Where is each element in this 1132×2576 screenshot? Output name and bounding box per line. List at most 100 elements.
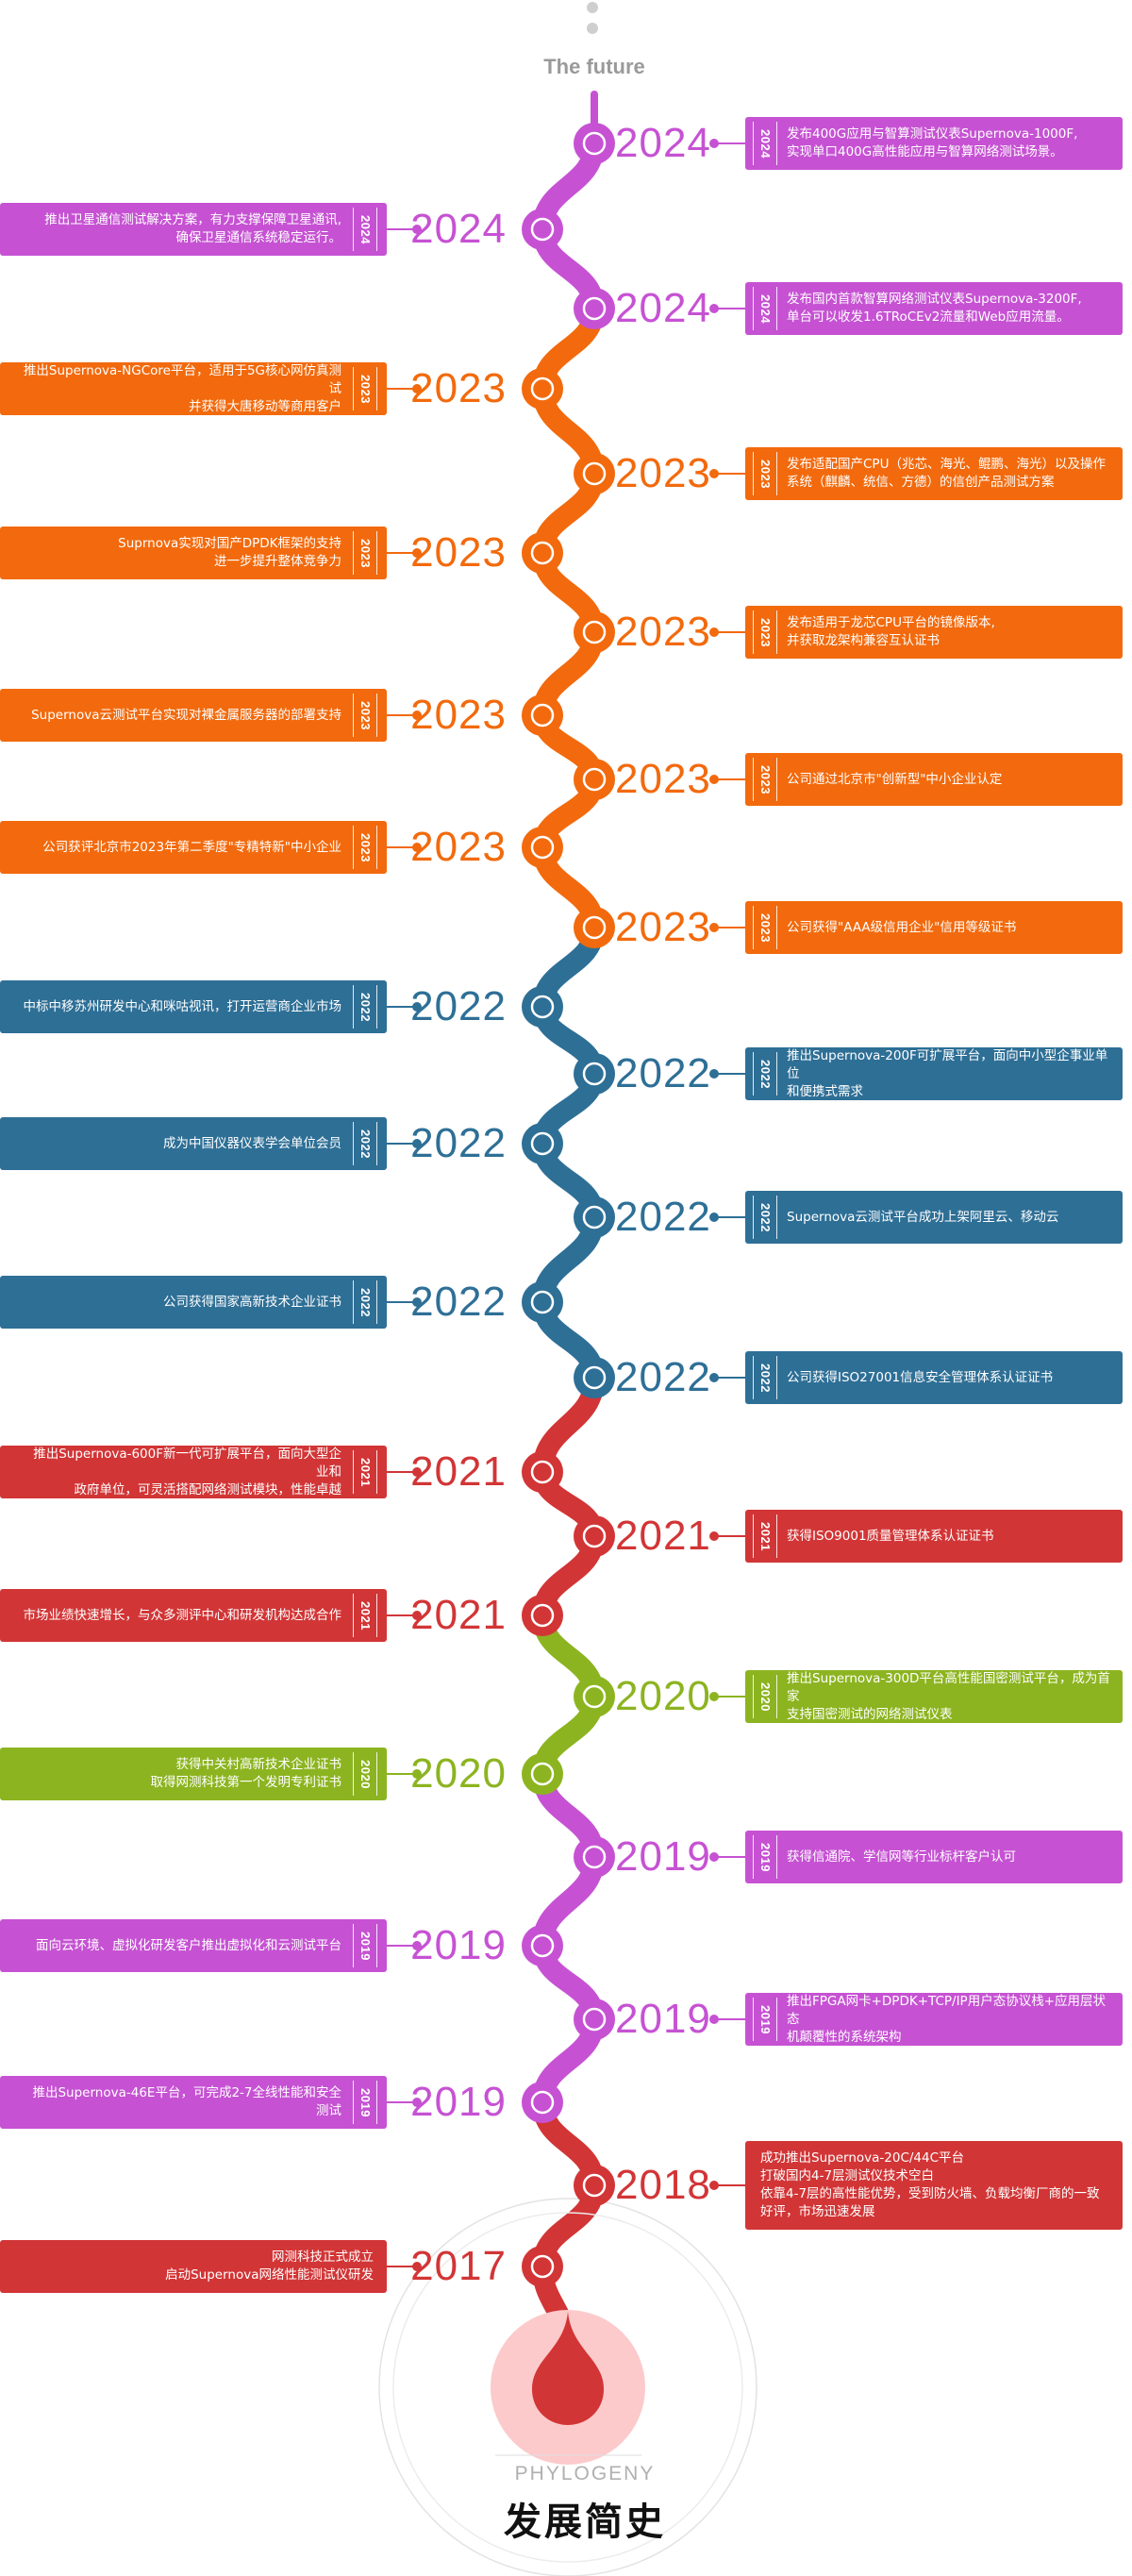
connector-dot [412,1139,422,1148]
year-label: 2021 [615,1513,711,1559]
year-label: 2023 [410,365,507,411]
year-label: 2023 [410,529,507,576]
connector-dot [412,1941,422,1950]
event-text: 推出Supernova-200F可扩展平台，面向中小型企事业单位和便携式需求 [787,1047,1113,1101]
top-dot [587,2,598,13]
event-year-tag: 2022 [753,1196,777,1239]
event-text-line: 中标中移苏州研发中心和咪咕视讯，打开运营商企业市场 [23,998,342,1014]
event-connector [713,1856,747,1858]
event-connector [385,2101,417,2103]
event-year-tag-text: 2021 [358,1457,373,1487]
event-text-line: 成为中国仪器仪表学会单位会员 [163,1135,341,1151]
year-label: 2024 [410,206,507,252]
event-year-tag-text: 2019 [757,2004,773,2034]
timeline-node [574,1515,615,1557]
event-text-line: Supernova云测试平台实现对裸金属服务器的部署支持 [31,707,341,723]
event-text: 成功推出Supernova-20C/44C平台打破国内4-7层测试仪技术空白依靠… [760,2149,1100,2221]
event-connector [713,1073,747,1075]
event-connector [713,308,747,309]
timeline-node [522,1753,563,1795]
event-card: 2023 公司通过北京市"创新型"中小企业认定 [745,753,1123,806]
event-card: 2023 公司获评北京市2023年第二季度"专精特新"中小企业 [0,821,387,874]
history-title: 发展简史 [504,2501,666,2544]
event-text-line: 推出Supernova-46E平台，可完成2-7全线性能和安全测试 [32,2085,341,2118]
event-year-tag: 2023 [353,826,377,869]
event-year-tag-text: 2022 [358,992,373,1022]
event-text: Suprnova实现对国产DPDK框架的支持进一步提升整体竞争力 [118,535,341,571]
event-text-line: 面向云环境、虚拟化研发客户推出虚拟化和云测试平台 [36,1937,341,1953]
event-year-tag-text: 2023 [757,459,773,489]
event-year-tag-text: 2023 [358,538,373,568]
event-year-tag-text: 2019 [358,2087,373,2117]
event-connector [713,2018,747,2020]
event-text-line: 机颠覆性的系统架构 [787,2029,902,2045]
year-label: 2023 [410,824,507,870]
event-text-line: 公司获评北京市2023年第二季度"专精特新"中小企业 [42,839,341,855]
event-connector [713,927,747,928]
event-year-tag-text: 2024 [757,128,773,159]
connector-dot [709,469,719,478]
event-connector [385,1945,417,1947]
timeline-node [574,1196,615,1238]
event-connector [713,1216,747,1218]
event-text: 公司通过北京市"创新型"中小企业认定 [787,771,1002,789]
event-year-tag: 2019 [353,2081,377,2124]
event-year-tag-text: 2024 [757,293,773,324]
event-text: 推出Supernova-NGCore平台，适用于5G核心网仿真测试并获得大唐移动… [23,362,341,416]
year-label: 2023 [410,692,507,738]
event-text-line: 发布国内首款智算网络测试仪表Supernova-3200F, [787,292,1082,307]
year-label: 2022 [410,1120,507,1166]
connector-dot [709,304,719,313]
timeline-node [574,123,615,164]
connector-dot [412,2098,422,2107]
year-label: 2019 [410,2079,507,2125]
connector-dot [412,1297,422,1307]
event-text-line: 政府单位，可灵活搭配网络测试模块，性能卓越 [74,1481,342,1497]
event-year-tag: 2021 [353,1594,377,1637]
year-label: 2020 [410,1750,507,1797]
event-text-line: 单台可以收发1.6TRoCEv2流量和Web应用流量。 [787,309,1070,325]
year-label: 2022 [615,1050,711,1096]
event-year-tag: 2023 [753,452,777,495]
event-year-tag-text: 2020 [358,1759,373,1789]
event-connector [385,388,417,390]
year-label: 2019 [615,1996,711,2042]
event-card: 网测科技正式成立启动Supernova网络性能测试仪研发 [0,2240,387,2293]
event-year-tag: 2023 [353,694,377,737]
connector-dot [709,627,719,637]
connector-dot [709,1069,719,1079]
event-text-line: 成功推出Supernova-20C/44C平台 [760,2150,965,2166]
event-year-tag: 2023 [753,758,777,801]
event-text-line: 依靠4-7层的高性能优势，受到防火墙、负载均衡厂商的一致 [760,2186,1100,2201]
event-text: 公司获得ISO27001信息安全管理体系认证证书 [787,1369,1053,1387]
event-connector [385,1773,417,1775]
decor-ring [378,2198,757,2576]
timeline-node [522,209,563,250]
event-year-tag: 2023 [753,611,777,654]
connector-dot [709,1692,719,1701]
event-text-line: 和便携式需求 [787,1083,863,1099]
top-dot [587,23,598,34]
event-text-line: 好评，市场迅速发展 [760,2204,875,2219]
connector-dot [412,1467,422,1477]
year-label: 2024 [615,285,711,331]
event-year-tag: 2020 [753,1675,777,1718]
event-connector [385,2266,417,2267]
event-year-tag-text: 2023 [757,617,773,647]
timeline-node [574,288,615,329]
event-year-tag-text: 2019 [757,1842,773,1872]
event-connector [385,552,417,554]
event-text: 推出Supernova-46E平台，可完成2-7全线性能和安全测试 [23,2084,341,2120]
connector-dot [412,1611,422,1620]
event-year-tag: 2019 [753,1998,777,2041]
event-year-tag-text: 2023 [358,700,373,730]
event-text: Supernova云测试平台成功上架阿里云、移动云 [787,1209,1058,1227]
